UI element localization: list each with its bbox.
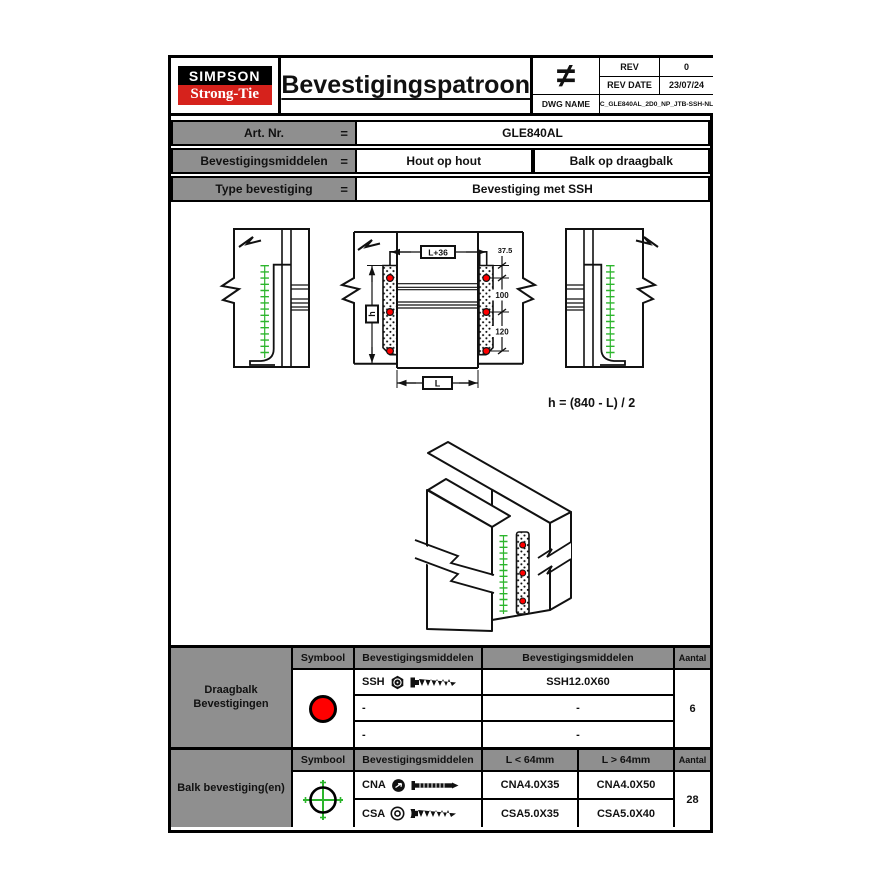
- grain-direction-icon: [238, 236, 262, 248]
- isometric-view: [414, 441, 572, 632]
- art-nr-label-cell: Art. Nr. =: [171, 120, 357, 146]
- revision-block: ≠ REV 0 REV DATE 23/07/24 DWG NAME C_GLE…: [530, 58, 713, 113]
- grain-direction-icon: [357, 239, 381, 251]
- equals-sign: =: [340, 181, 348, 197]
- info-row-bevestigingsmiddelen: Bevestigingsmiddelen = Hout op hout Balk…: [171, 148, 710, 174]
- col-header-symbool: Symbool: [293, 648, 353, 668]
- cna-nail-icon: [411, 780, 459, 790]
- drawing-svg: L+36 h L 37.5 100 120 h = (840 - L) / 2: [219, 228, 659, 632]
- empty-name-cell: -: [355, 722, 481, 747]
- draagbalk-aantal-value: 6: [675, 670, 710, 747]
- bevestigingsmiddelen-label: Bevestigingsmiddelen: [200, 154, 328, 168]
- csa-small-value: CSA5.0X35: [483, 800, 577, 827]
- equals-sign: =: [340, 153, 348, 169]
- article-info-table: Art. Nr. = GLE840AL Bevestigingsmiddelen…: [171, 118, 710, 202]
- balk-row-label: Balk bevestiging(en): [171, 750, 291, 827]
- ssh-name-cell: SSH: [355, 670, 481, 694]
- balk-op-draagbalk-value: Balk op draagbalk: [532, 148, 710, 174]
- info-row-type-bevestiging: Type bevestiging = Bevestiging met SSH: [171, 176, 710, 202]
- bevestigingsmiddelen-label-cell: Bevestigingsmiddelen =: [171, 148, 357, 174]
- cna-large-value: CNA4.0X50: [579, 772, 673, 798]
- red-circle-symbol-icon: [309, 694, 337, 723]
- col-header-l-small: L < 64mm: [483, 750, 577, 770]
- dim-bottom-width: [396, 370, 479, 390]
- dim-label-spacing-1: 100: [495, 291, 509, 300]
- logo-cell: SIMPSON Strong-Tie: [171, 58, 282, 113]
- balk-aantal-value: 28: [675, 772, 710, 827]
- rev-date-value: 23/07/24: [660, 76, 713, 95]
- balk-symbol-cell: [293, 772, 353, 827]
- drawing-sheet-page: SIMPSON Strong-Tie Bevestigingspatroon ≠…: [168, 55, 713, 833]
- rev-value: 0: [660, 58, 713, 76]
- grain-direction-icon: [635, 236, 659, 248]
- empty-value-cell: -: [483, 696, 673, 720]
- side-view-right: [565, 228, 659, 368]
- fastening-pattern-drawing: L+36 h L 37.5 100 120 h = (840 - L) / 2: [171, 202, 710, 645]
- csa-head-icon: [390, 806, 405, 821]
- csa-label: CSA: [362, 807, 386, 820]
- empty-name-cell: -: [355, 696, 481, 720]
- hout-op-hout-value: Hout op hout: [357, 148, 533, 174]
- logo-strongtie-text: Strong-Tie: [177, 85, 272, 105]
- col-header-bevestigingsmiddelen: Bevestigingsmiddelen: [355, 648, 481, 668]
- ssh-value-cell: SSH12.0X60: [483, 670, 673, 694]
- dim-label-height: h: [367, 311, 377, 317]
- rev-label: REV: [600, 58, 659, 76]
- draagbalk-row-label: Draagbalk Bevestigingen: [171, 648, 291, 747]
- draagbalk-symbol-cell: [293, 670, 353, 747]
- empty-value-cell: -: [483, 722, 673, 747]
- col-header-symbool: Symbool: [293, 750, 353, 770]
- sheet-title-cell: Bevestigingspatroon: [281, 58, 530, 113]
- ssh-screw-markers-3d: [519, 541, 527, 605]
- ssh-label: SSH: [362, 676, 385, 688]
- dim-top-width: [390, 245, 487, 259]
- fastener-tables: Draagbalk Bevestigingen Symbool Bevestig…: [171, 645, 710, 827]
- height-formula: h = (840 - L) / 2: [548, 396, 635, 410]
- logo-simpson-text: SIMPSON: [177, 66, 272, 85]
- dwg-name-value: C_GLE840AL_2D0_NP_JTB-SSH-NL: [600, 95, 713, 113]
- green-crosshair-symbol-icon: [303, 779, 343, 820]
- cna-label: CNA: [362, 779, 386, 791]
- dim-label-offset-top: 37.5: [498, 246, 513, 255]
- cna-head-icon: [391, 778, 405, 792]
- simpson-strongtie-logo: SIMPSON Strong-Tie: [177, 66, 272, 105]
- hex-washer-head-icon: [391, 675, 403, 689]
- cna-small-value: CNA4.0X35: [483, 772, 577, 798]
- csa-name-cell: CSA: [355, 800, 481, 827]
- csa-large-value: CSA5.0X40: [579, 800, 673, 827]
- art-nr-label: Art. Nr.: [243, 126, 284, 140]
- dim-chain-right: [490, 256, 513, 355]
- col-header-bevestigingsmiddelen-2: Bevestigingsmiddelen: [483, 648, 673, 668]
- draagbalk-table: Draagbalk Bevestigingen Symbool Bevestig…: [171, 645, 710, 747]
- type-bevestiging-label-cell: Type bevestiging =: [171, 176, 357, 202]
- dim-label-bottom-width: L: [435, 379, 441, 389]
- not-equal-symbol: ≠: [533, 58, 599, 95]
- ssh-screw-markers: [386, 273, 491, 356]
- col-header-aantal: Aantal: [675, 750, 710, 770]
- ssh-screw-icon: [410, 677, 456, 687]
- dim-label-spacing-2: 120: [495, 328, 509, 337]
- dim-label-top-width: L+36: [428, 248, 448, 258]
- side-view-left: [219, 228, 310, 368]
- col-header-l-large: L > 64mm: [579, 750, 673, 770]
- info-row-art-nr: Art. Nr. = GLE840AL: [171, 120, 710, 146]
- equals-sign: =: [340, 125, 348, 141]
- page-title: Bevestigingspatroon: [281, 71, 530, 99]
- type-bevestiging-label: Type bevestiging: [215, 182, 313, 196]
- csa-screw-icon: [410, 809, 457, 818]
- dim-height: [354, 265, 383, 365]
- col-header-aantal: Aantal: [675, 648, 710, 668]
- balk-table: Balk bevestiging(en) Symbool Bevestiging…: [171, 747, 710, 827]
- rev-date-label: REV DATE: [600, 76, 659, 95]
- art-nr-value: GLE840AL: [357, 120, 710, 146]
- cna-name-cell: CNA: [355, 772, 481, 798]
- title-block: SIMPSON Strong-Tie Bevestigingspatroon ≠…: [171, 58, 713, 116]
- front-view: [339, 231, 538, 390]
- col-header-bevestigingsmiddelen: Bevestigingsmiddelen: [355, 750, 481, 770]
- dwg-name-label: DWG NAME: [533, 95, 599, 113]
- type-bevestiging-value: Bevestiging met SSH: [357, 176, 710, 202]
